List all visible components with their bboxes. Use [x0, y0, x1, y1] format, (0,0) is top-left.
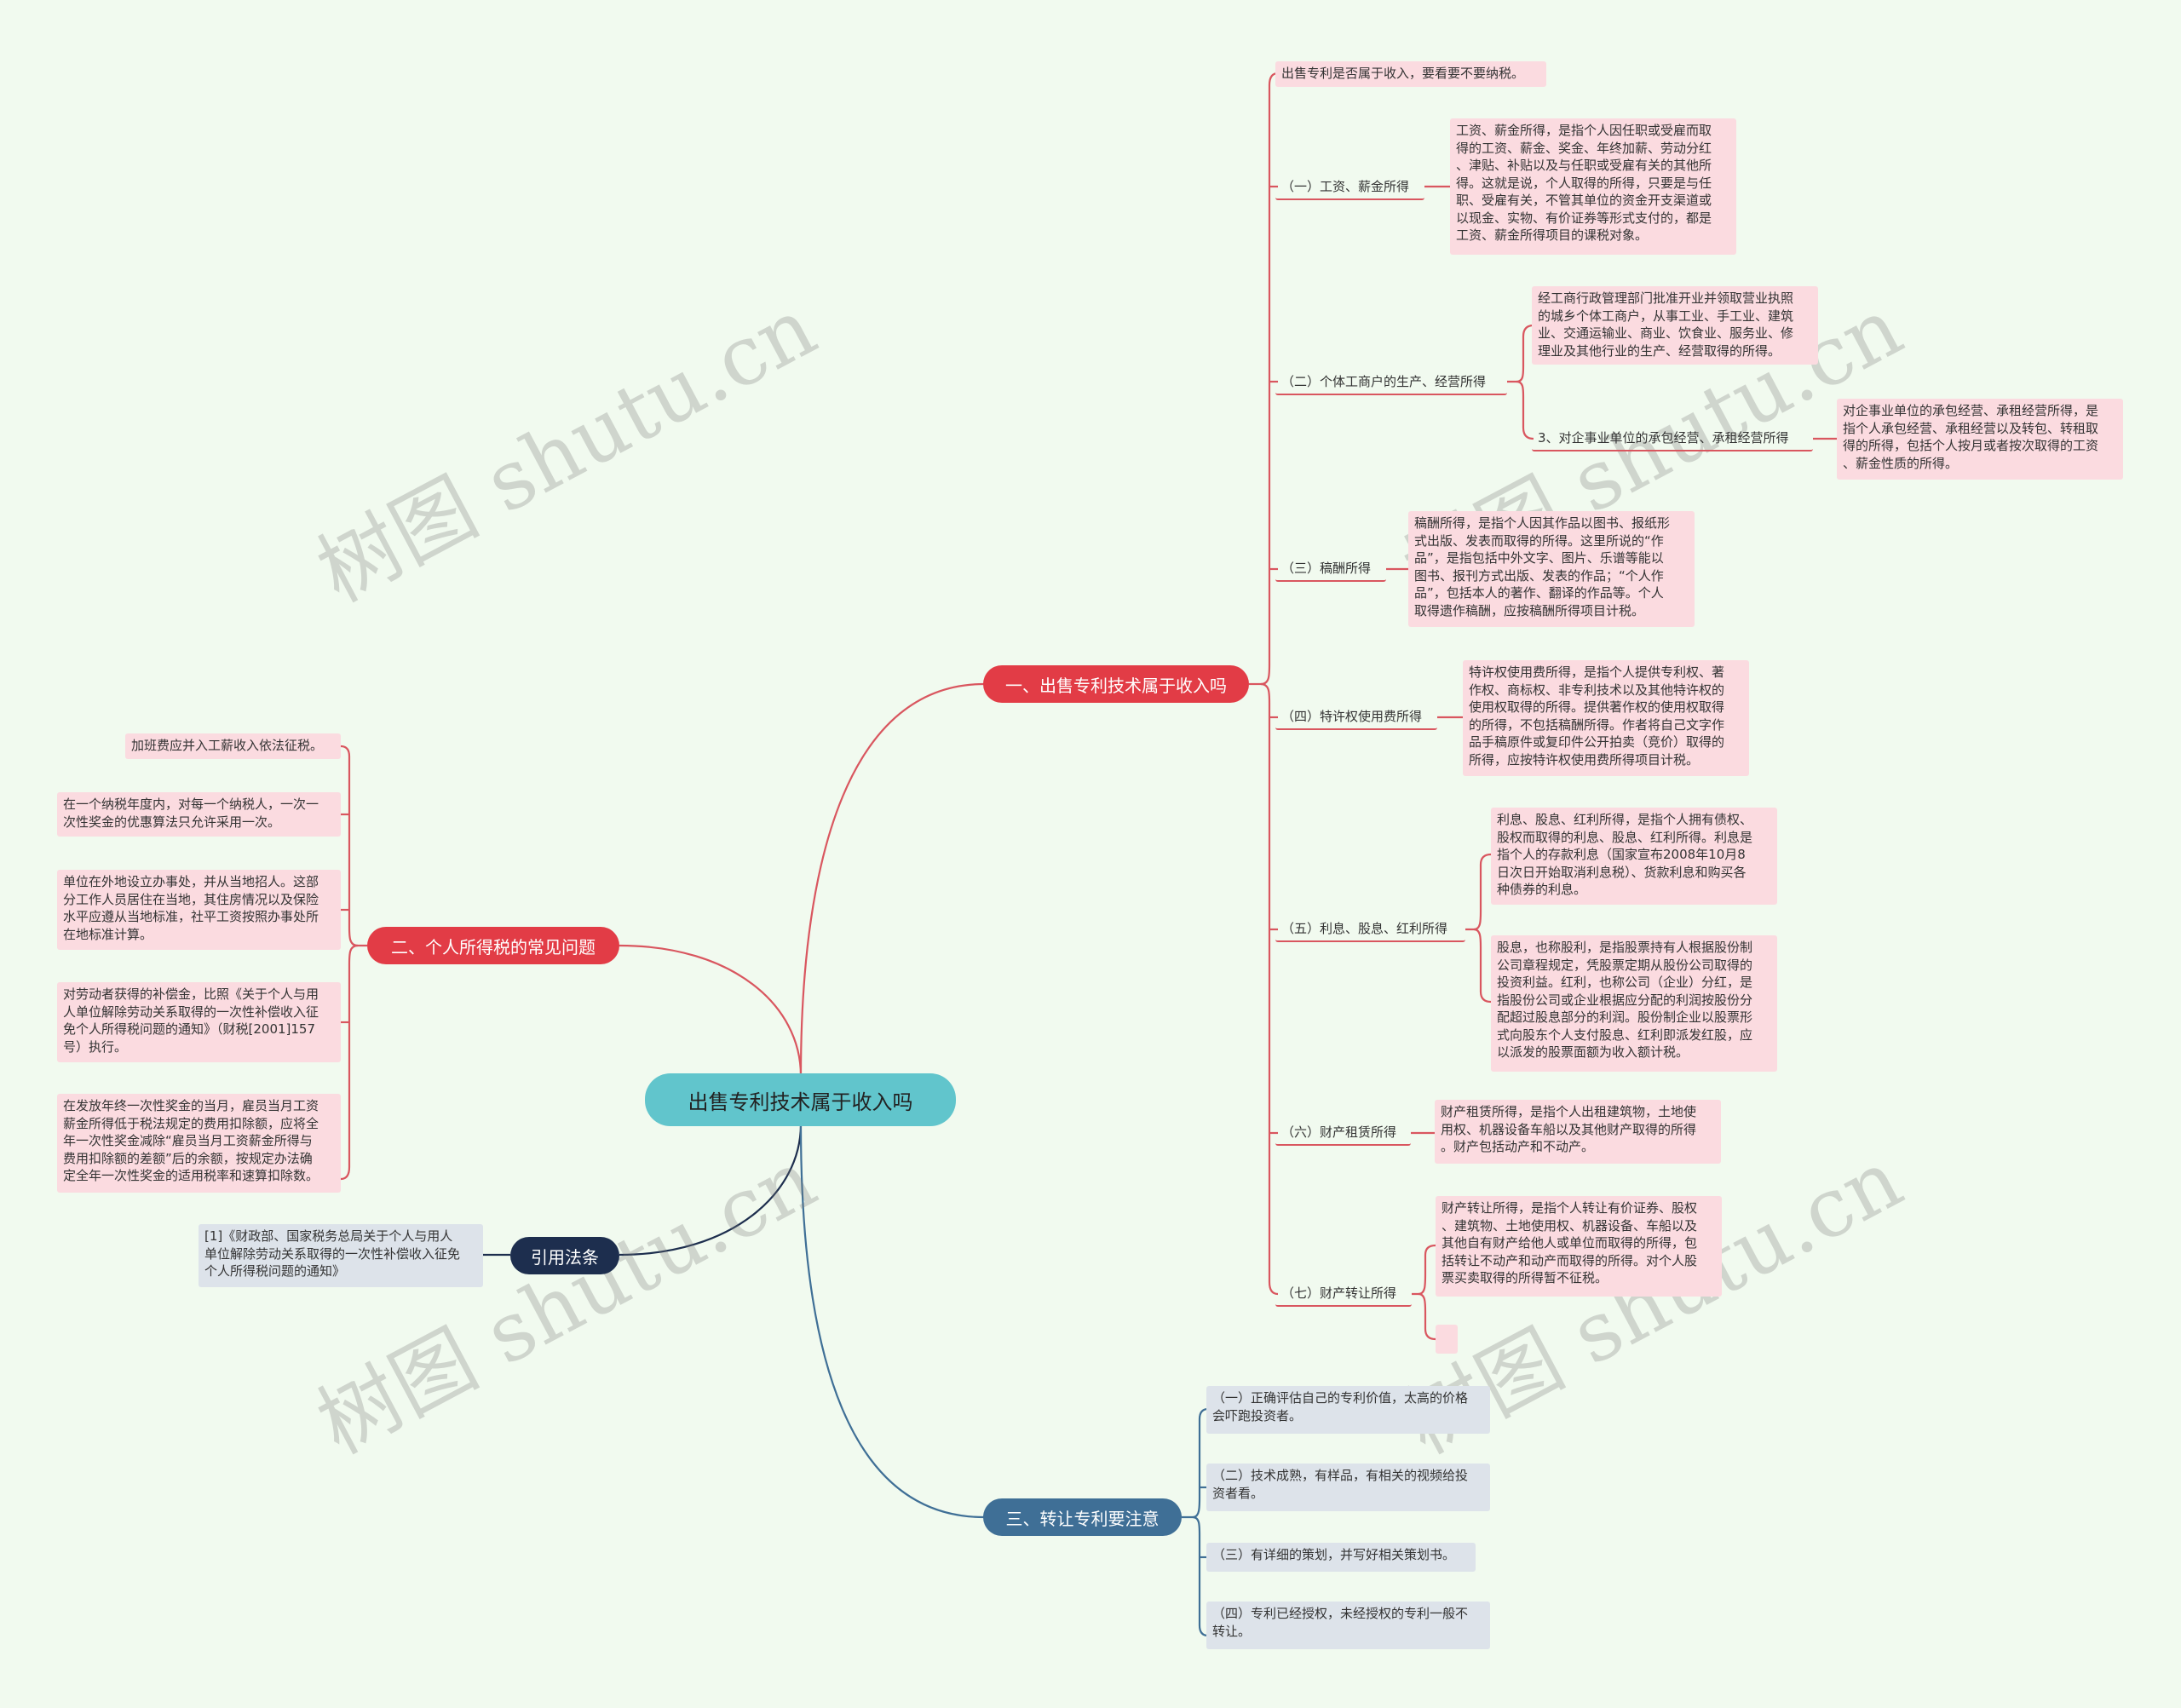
branch-label: 一、出售专利技术属于收入吗	[1005, 675, 1227, 696]
category-property-lease[interactable]: （六）财产租赁所得	[1275, 1120, 1411, 1146]
business-income-detail[interactable]: 经工商行政管理部门批准开业并领取营业执照 的城乡个体工商户，从事工业、手工业、建…	[1532, 286, 1818, 365]
branch-label: 二、个人所得税的常见问题	[391, 936, 596, 958]
transfer-note-planning[interactable]: （三）有详细的策划，并写好相关策划书。	[1206, 1543, 1476, 1572]
root-topic-label: 出售专利技术属于收入吗	[688, 1090, 913, 1114]
category-business-income[interactable]: （二）个体工商户的生产、经营所得	[1275, 370, 1507, 395]
edge-root-b3	[619, 1124, 803, 1257]
dividend-detail[interactable]: 股息，也称股利，是指股票持有人根据股份制 公司章程规定，凭股票定期从股份公司取得…	[1491, 935, 1777, 1072]
branch-cited-laws[interactable]: 引用法条	[510, 1237, 619, 1274]
faq-annual-bonus[interactable]: 在发放年终一次性奖金的当月，雇员当月工资 薪金所得低于税法规定的费用扣除额，应将…	[57, 1094, 341, 1193]
edge-root-b4	[799, 1124, 985, 1519]
intro-note[interactable]: 出售专利是否属于收入，要看要不要纳税。	[1275, 61, 1546, 87]
root-topic[interactable]: 出售专利技术属于收入吗	[645, 1073, 956, 1126]
edge-root-b2	[619, 944, 803, 1077]
transfer-note-valuation[interactable]: （一）正确评估自己的专利价值，太高的价格 会吓跑投资者。	[1206, 1386, 1490, 1434]
category-wages[interactable]: （一）工资、薪金所得	[1275, 175, 1424, 200]
contract-operation-income[interactable]: 3、对企事业单位的承包经营、承租经营所得	[1532, 426, 1813, 451]
cited-law-reference[interactable]: [1]《财政部、国家税务总局关于个人与用人 单位解除劳动关系取得的一次性补偿收入…	[199, 1224, 483, 1287]
faq-compensation[interactable]: 对劳动者获得的补偿金，比照《关于个人与用 人单位解除劳动关系取得的一次性补偿收入…	[57, 982, 341, 1062]
empty-topic[interactable]	[1436, 1325, 1458, 1354]
franchise-royalty-detail[interactable]: 特许权使用费所得，是指个人提供专利权、著 作权、商标权、非专利技术以及其他特许权…	[1463, 660, 1749, 776]
property-lease-detail[interactable]: 财产租赁所得，是指个人出租建筑物，土地使 用权、机器设备车船以及其他财产取得的所…	[1435, 1100, 1721, 1164]
wages-detail[interactable]: 工资、薪金所得，是指个人因任职或受雇而取 得的工资、薪金、奖金、年终加薪、劳动分…	[1450, 118, 1736, 255]
category-franchise-royalty[interactable]: （四）特许权使用费所得	[1275, 704, 1437, 730]
transfer-note-technology[interactable]: （二）技术成熟，有样品，有相关的视频给投 资者看。	[1206, 1464, 1490, 1511]
faq-one-time-bonus[interactable]: 在一个纳税年度内，对每一个纳税人，一次一 次性奖金的优惠算法只允许采用一次。	[57, 792, 341, 837]
branch-label: 引用法条	[531, 1246, 599, 1268]
branch-label: 三、转让专利要注意	[1005, 1508, 1160, 1529]
edge-root-b1	[799, 682, 985, 1077]
interest-detail[interactable]: 利息、股息、红利所得，是指个人拥有债权、 股权而取得的利息、股息、红利所得。利息…	[1491, 808, 1777, 905]
manuscript-detail[interactable]: 稿酬所得，是指个人因其作品以图书、报纸形 式出版、发表而取得的所得。这里所说的“…	[1408, 511, 1695, 627]
faq-overtime-pay[interactable]: 加班费应并入工薪收入依法征税。	[125, 733, 341, 759]
property-transfer-detail[interactable]: 财产转让所得，是指个人转让有价证券、股权 、建筑物、土地使用权、机器设备、车船以…	[1436, 1196, 1722, 1297]
transfer-note-authorized[interactable]: （四）专利已经授权，未经授权的专利一般不 转让。	[1206, 1602, 1490, 1649]
branch-sell-patent-income[interactable]: 一、出售专利技术属于收入吗	[983, 665, 1249, 703]
faq-remote-office[interactable]: 单位在外地设立办事处，并从当地招人。这部 分工作人员居住在当地，其住房情况以及保…	[57, 870, 341, 950]
category-interest-dividend[interactable]: （五）利息、股息、红利所得	[1275, 917, 1465, 942]
branch-income-tax-faq[interactable]: 二、个人所得税的常见问题	[367, 927, 619, 964]
category-royalty-manuscript[interactable]: （三）稿酬所得	[1275, 556, 1386, 582]
category-property-transfer[interactable]: （七）财产转让所得	[1275, 1281, 1412, 1307]
contract-operation-detail[interactable]: 对企事业单位的承包经营、承租经营所得，是 指个人承包经营、承租经营以及转包、转租…	[1837, 399, 2123, 480]
branch-patent-transfer-notes[interactable]: 三、转让专利要注意	[983, 1498, 1182, 1536]
